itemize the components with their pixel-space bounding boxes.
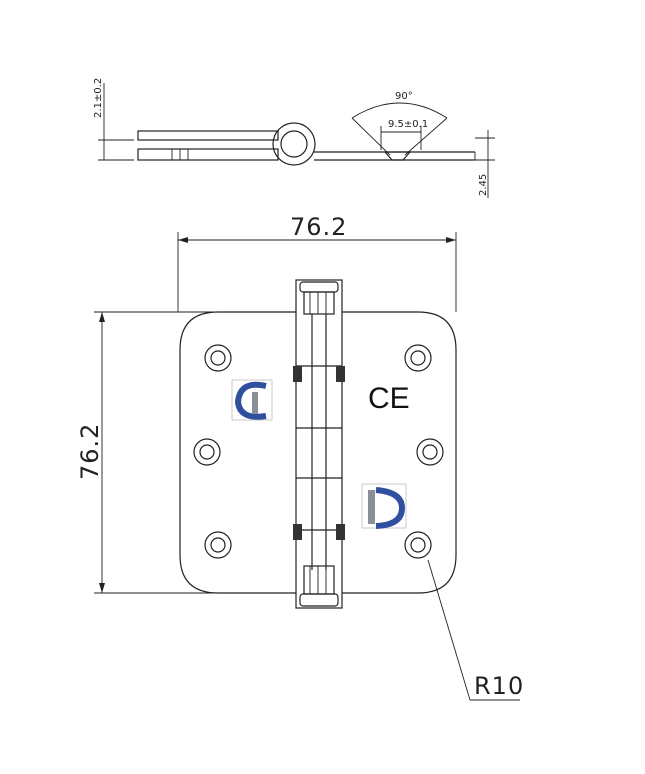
radius-dimension-label: R10: [474, 672, 524, 700]
pin-dimension-label: 9.5±0.1: [388, 119, 428, 130]
ce-mark: CE: [368, 382, 410, 415]
front-view: 76.2 76.2: [76, 213, 524, 701]
width-dimension-label: 76.2: [290, 213, 347, 241]
thickness-dimension-label: 2.1±0.2: [93, 78, 104, 118]
brand-logo-left: [231, 379, 273, 421]
height-dimension-label: 76.2: [76, 423, 104, 480]
leaf-thickness-label: 2.45: [478, 174, 489, 196]
brand-logo-right: [361, 483, 407, 529]
side-view: 2.1±0.2 90° 9.5±0.1 2.45: [93, 78, 495, 198]
angle-dimension-label: 90°: [395, 91, 413, 102]
